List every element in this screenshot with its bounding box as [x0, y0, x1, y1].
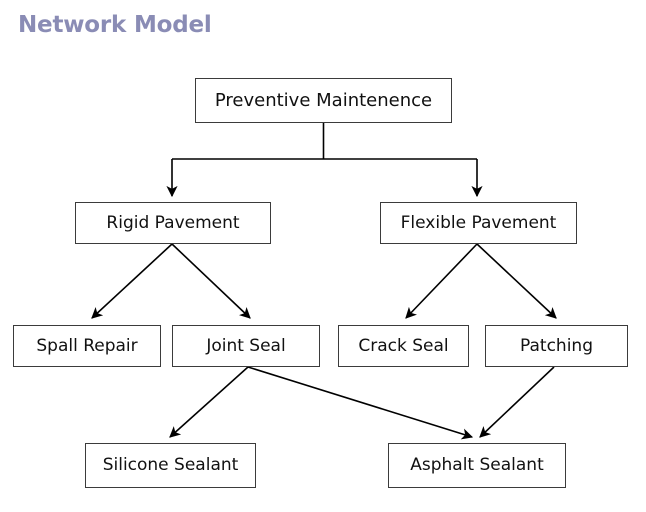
node-label: Flexible Pavement: [400, 212, 557, 233]
edge-patching-to-asphalt-sealant: [479, 366, 555, 438]
node-joint-seal[interactable]: Joint Seal: [172, 325, 320, 367]
node-spall-repair[interactable]: Spall Repair: [13, 325, 161, 367]
node-label: Preventive Maintenence: [214, 89, 433, 111]
node-asphalt-sealant[interactable]: Asphalt Sealant: [388, 443, 566, 488]
node-patching[interactable]: Patching: [485, 325, 628, 367]
node-rigid-pavement[interactable]: Rigid Pavement: [75, 202, 271, 244]
node-flexible-pavement[interactable]: Flexible Pavement: [380, 202, 577, 244]
node-label: Patching: [520, 335, 593, 356]
node-label: Silicone Sealant: [102, 455, 239, 475]
edge-preventive-to-pavements: [166, 123, 483, 198]
edge-rigid-pavement-to-joint-seal: [171, 243, 251, 319]
node-label: Rigid Pavement: [106, 212, 240, 233]
node-label: Asphalt Sealant: [410, 455, 544, 475]
page-title: Network Model: [18, 12, 212, 38]
node-label: Joint Seal: [206, 335, 286, 356]
node-silicone-sealant[interactable]: Silicone Sealant: [85, 443, 256, 488]
edge-flexible-pavement-to-crack-seal: [405, 243, 478, 319]
edge-joint-seal-to-silicone-sealant: [169, 366, 249, 438]
node-label: Spall Repair: [36, 335, 138, 356]
edge-flexible-pavement-to-patching: [476, 243, 557, 319]
node-label: Crack Seal: [358, 335, 449, 356]
node-crack-seal[interactable]: Crack Seal: [338, 325, 469, 367]
node-preventive-maintenence[interactable]: Preventive Maintenence: [195, 78, 452, 123]
edge-rigid-pavement-to-spall-repair: [91, 243, 173, 319]
edge-joint-seal-to-asphalt-sealant: [247, 366, 474, 440]
